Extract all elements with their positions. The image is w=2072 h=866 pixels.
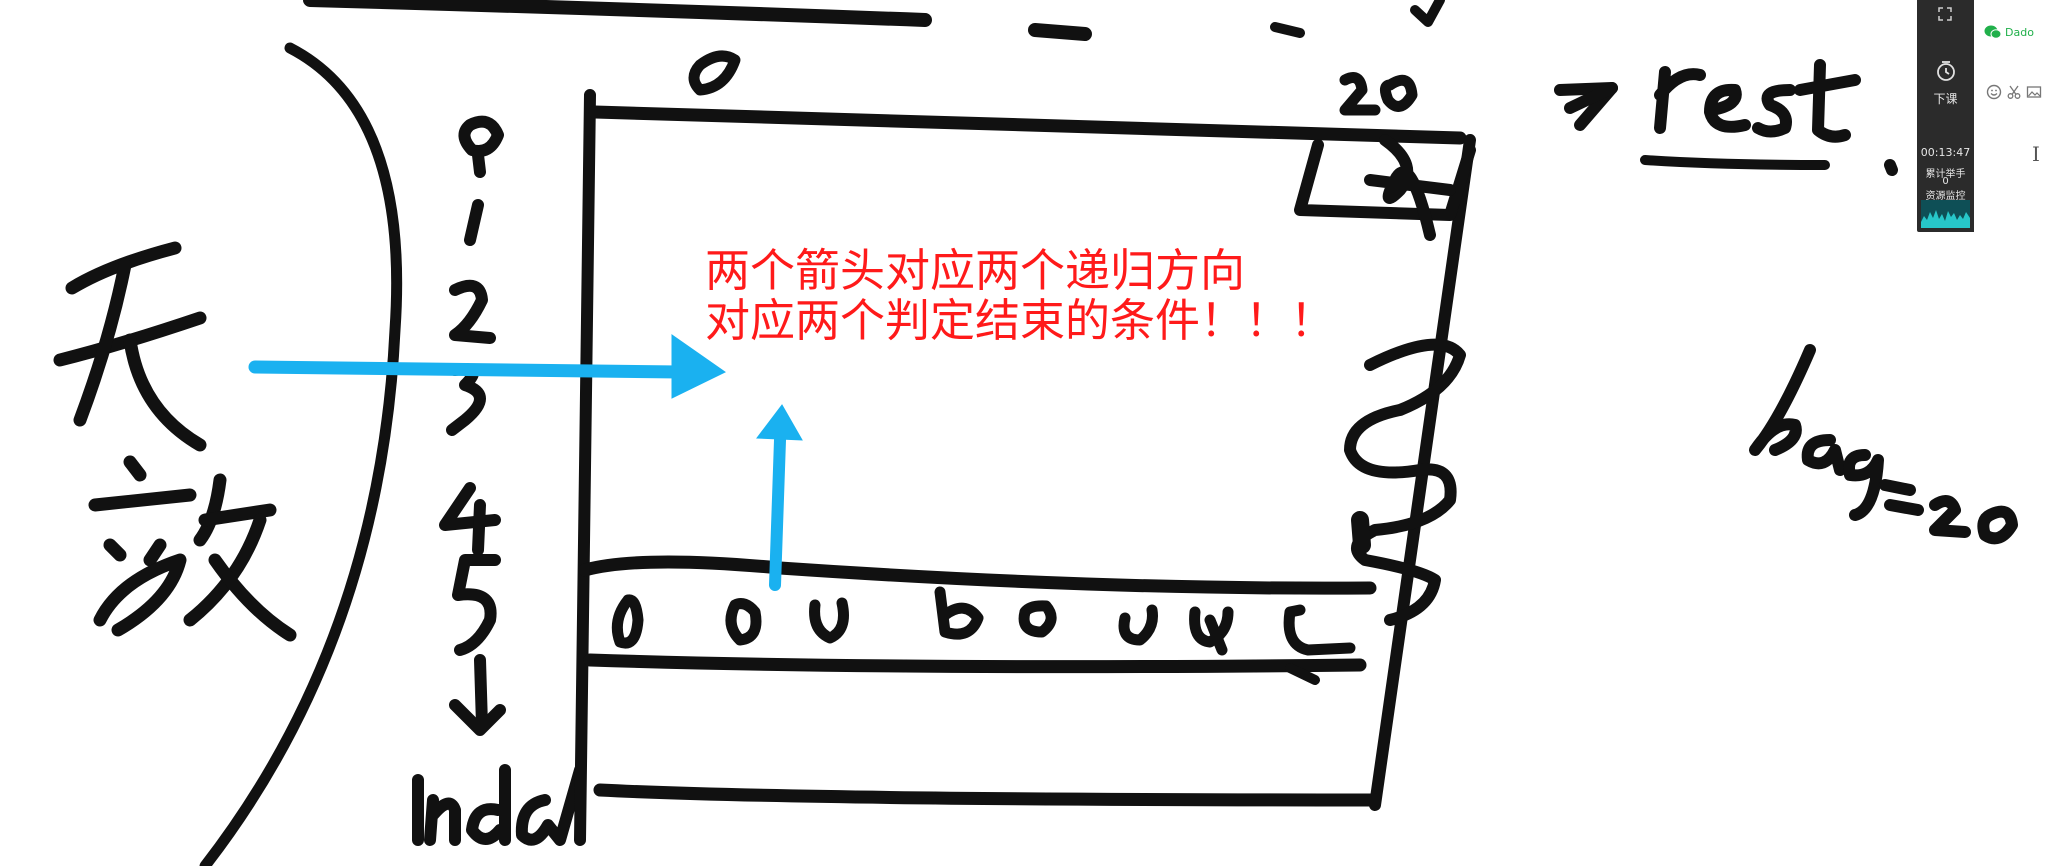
top-dash xyxy=(1028,23,1092,41)
end-class-button[interactable]: 下课 xyxy=(1933,92,1958,106)
chat-username: Dado xyxy=(2005,25,2034,39)
top-mark xyxy=(1270,22,1305,38)
row-zeros xyxy=(611,586,1356,656)
hand-raise-count: 0 xyxy=(1942,176,1949,187)
hand-raise-label: 累计举手 xyxy=(1925,169,1966,180)
bag-label xyxy=(1749,344,2018,545)
top-stroke xyxy=(303,0,932,27)
resource-meter xyxy=(1921,200,1970,228)
chat-strip: Dado xyxy=(1982,0,2042,110)
vertical-arrow-head xyxy=(756,404,803,441)
fullscreen-icon[interactable] xyxy=(1937,6,1953,22)
resource-monitor-button[interactable]: 资源监控 xyxy=(1925,191,1966,202)
chat-entry: Dado xyxy=(1984,24,2034,40)
class-timer: 00:13:47 xyxy=(1920,146,1971,159)
image-icon[interactable] xyxy=(2026,84,2042,100)
label-0-top xyxy=(688,50,741,96)
text-cursor-icon: I xyxy=(2032,142,2040,166)
index-column xyxy=(412,115,586,846)
horizontal-arrow-head xyxy=(671,334,726,399)
table-right-edge xyxy=(1369,134,1476,811)
horizontal-arrow-shaft xyxy=(248,360,687,379)
char-wu xyxy=(53,241,207,452)
annotation-line-2: 对应两个判定结束的条件！！！ xyxy=(705,294,1336,347)
vertical-arrow-shaft xyxy=(769,434,786,591)
label-20-top xyxy=(1339,72,1418,116)
corner-box xyxy=(1294,139,1476,221)
row-band-bottom xyxy=(583,653,1367,674)
rest-underline xyxy=(1640,155,1830,170)
top-tick xyxy=(1410,0,1445,27)
rest-label xyxy=(1554,59,1898,176)
scissors-icon[interactable] xyxy=(2006,84,2022,100)
emoji-icon[interactable] xyxy=(1986,84,2002,100)
recursion-arrows xyxy=(248,334,803,591)
annotation-line-1: 两个箭头对应两个递归方向 xyxy=(705,244,1246,297)
wechat-icon xyxy=(1984,25,2002,39)
row-band-tail xyxy=(1285,663,1320,685)
right-spiral xyxy=(1344,338,1466,626)
spiral-dot xyxy=(1351,511,1371,554)
clock-icon[interactable] xyxy=(1935,60,1957,82)
table-bottom-edge xyxy=(593,783,1382,807)
corner-cross xyxy=(1364,134,1456,241)
big-arc xyxy=(199,42,403,866)
char-xiao xyxy=(88,455,297,642)
row-band-top xyxy=(578,555,1377,595)
classroom-panel: 下课 00:13:47 累计举手 0 资源监控 xyxy=(1917,0,1974,232)
table-top-edge xyxy=(588,105,1467,145)
table-left-edge xyxy=(574,89,596,846)
